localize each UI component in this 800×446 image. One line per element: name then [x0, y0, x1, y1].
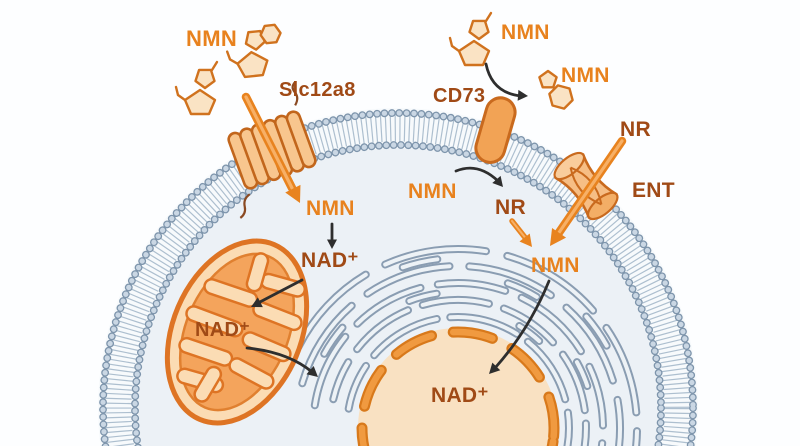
- transmembrane-helix: [285, 110, 317, 169]
- label-nmn-extracellular: NMN: [186, 26, 238, 51]
- arrowhead: [517, 89, 528, 101]
- nmn-molecule-icons: [174, 11, 574, 116]
- arrowhead: [285, 184, 301, 203]
- crista: [195, 368, 220, 401]
- crista: [244, 333, 290, 360]
- label-nmn-product: NMN: [561, 64, 610, 87]
- nmn-molecule-icon: [174, 60, 219, 116]
- arrowhead: [519, 233, 532, 247]
- label-nad-cytosol: NAD⁺: [301, 249, 359, 272]
- arrowhead: [327, 239, 337, 249]
- label-nad-mitochondria: NAD⁺: [195, 319, 251, 341]
- er-cisterna-lumen: [505, 253, 596, 313]
- er-cisterna-lumen: [300, 303, 354, 386]
- crista: [262, 275, 304, 296]
- er-cisterna-lumen: [505, 281, 539, 299]
- er-cisterna-lumen: [634, 429, 639, 446]
- crista: [180, 339, 231, 365]
- er-cisterna-lumen: [560, 352, 587, 413]
- er-cisterna-lumen: [565, 410, 571, 446]
- conversion-arrow: [484, 62, 523, 98]
- nucleus-icon: [356, 326, 560, 446]
- arrowhead: [489, 362, 501, 374]
- nmn-molecule-icon: [448, 11, 493, 67]
- conversion-arrow: [454, 166, 500, 183]
- conversion-arrow: [245, 346, 314, 374]
- er-cisterna-lumen: [365, 264, 452, 296]
- mitochondrion-icon: [164, 238, 310, 426]
- er-cisterna-lumen: [525, 339, 568, 402]
- crista: [248, 254, 267, 290]
- crista: [230, 359, 273, 388]
- er-cisterna-lumen: [346, 363, 368, 411]
- label-cd73: CD73: [433, 85, 486, 107]
- label-ent: ENT: [632, 179, 675, 202]
- er-cisterna-lumen: [312, 334, 348, 408]
- er-cisterna-lumen: [407, 291, 439, 303]
- er-cisterna-lumen: [322, 325, 345, 356]
- er-cisterna-lumen: [615, 397, 622, 446]
- plasma-membrane-icon: [98, 108, 698, 446]
- label-nmn-near-er: NMN: [531, 254, 580, 277]
- mitochondria-cristae: [176, 252, 307, 403]
- er-cisterna-lumen: [587, 364, 605, 428]
- crista: [187, 307, 242, 335]
- label-nmn-below-slc12a8: NMN: [306, 197, 355, 220]
- arrowhead: [492, 175, 503, 187]
- nmn-molecule-icon: [225, 23, 282, 79]
- er-cisterna-lumen: [331, 360, 351, 402]
- er-cisterna-lumen: [582, 421, 588, 446]
- protein-tail: [291, 81, 299, 106]
- arrowhead: [550, 227, 567, 246]
- er-cisterna-lumen: [517, 324, 542, 343]
- er-cisterna-lumen: [435, 280, 508, 293]
- label-nmn-cytosol-left: NMN: [408, 180, 457, 203]
- er-cisterna-lumen: [400, 257, 440, 270]
- cd73-enzyme-icon: [474, 96, 517, 164]
- conversion-arrow: [493, 279, 551, 370]
- er-cisterna-lumen: [501, 306, 556, 345]
- er-cisterna-lumen: [574, 360, 590, 388]
- conversion-arrow: [256, 278, 304, 305]
- label-slc12a8: Slc12a8: [279, 79, 356, 101]
- er-cisterna-lumen: [448, 315, 519, 336]
- label-nr-extracellular: NR: [620, 118, 651, 141]
- crista: [254, 303, 301, 329]
- er-cisterna-lumen: [355, 285, 423, 326]
- er-cisterna-lumen: [519, 295, 583, 354]
- er-cisterna-lumen: [383, 247, 488, 267]
- crista: [205, 280, 256, 306]
- er-cisterna-lumen: [604, 325, 639, 415]
- er-cisterna-lumen: [372, 317, 439, 358]
- protein-tail: [239, 193, 251, 219]
- er-cisterna-lumen: [355, 308, 410, 352]
- arrowhead: [306, 365, 318, 377]
- nmn-molecule-icon: [538, 69, 574, 110]
- er-cisterna-lumen: [584, 314, 609, 348]
- label-nr-cytosol: NR: [495, 196, 526, 219]
- label-nmn-top: NMN: [501, 21, 550, 44]
- label-nad-nucleus: NAD⁺: [431, 384, 489, 407]
- er-cisterna-lumen: [564, 305, 615, 383]
- arrowhead: [251, 297, 263, 308]
- pathway-arrows: [241, 62, 627, 377]
- er-cisterna-lumen: [420, 298, 491, 307]
